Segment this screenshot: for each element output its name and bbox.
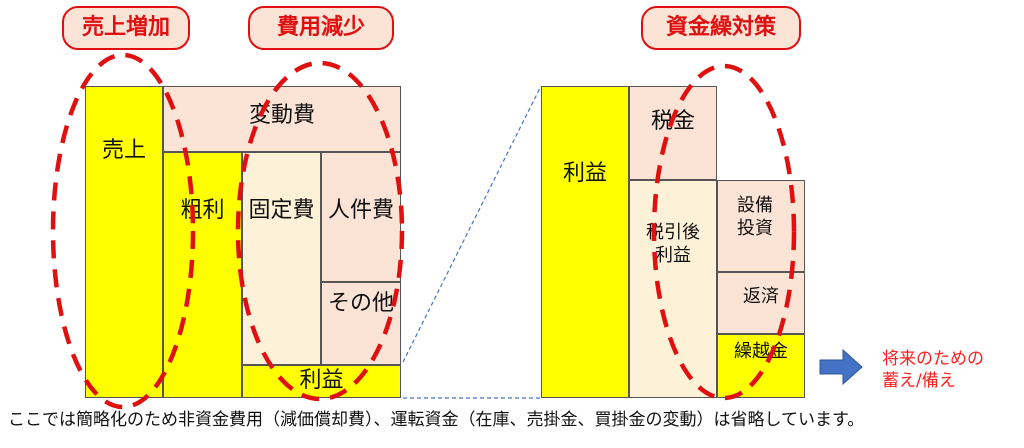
- left-profit-label: 利益: [299, 368, 344, 393]
- other-cost-label: その他: [327, 291, 394, 316]
- cash-measures-ellipse: [651, 63, 797, 401]
- after-tax-profit-label: 税引後利益: [646, 222, 700, 266]
- tag-sales-increase: 売上増加: [62, 6, 190, 50]
- gross-profit-block: [163, 152, 242, 398]
- future-savings-text: 将来のための蓄え/備え: [882, 349, 984, 392]
- sales-block: [85, 86, 163, 398]
- tax-block: [629, 86, 717, 180]
- tag-cost-reduction: 費用減少: [248, 6, 394, 50]
- personnel-cost-label: 人件費: [327, 198, 394, 223]
- left-profit-block: [242, 365, 401, 398]
- fixed-cost-label: 固定費: [248, 198, 315, 223]
- right-profit-label: 利益: [562, 161, 607, 186]
- repayment-block: [717, 272, 805, 334]
- repayment-label: 返済: [743, 286, 779, 307]
- sales-label: 売上: [101, 138, 146, 163]
- arrow-right-icon: [819, 348, 863, 386]
- connector-top: [402, 85, 542, 363]
- capex-label: 設備投資: [737, 195, 773, 239]
- gross-profit-label: 粗利: [180, 198, 225, 223]
- variable-cost-block: [163, 86, 401, 152]
- right-profit-block: [541, 86, 629, 398]
- footnote: ここでは簡略化のため非資金費用（減価償却費）、運転資金（在庫、売掛金、買掛金の変…: [8, 410, 865, 430]
- carryover-block: [717, 334, 805, 398]
- personnel-cost-block: [321, 152, 401, 282]
- tag-cash-measures: 資金繰対策: [641, 6, 801, 50]
- cost-reduction-ellipse: [235, 60, 405, 402]
- sales-increase-ellipse: [50, 52, 196, 410]
- after-tax-profit-block: [629, 180, 717, 398]
